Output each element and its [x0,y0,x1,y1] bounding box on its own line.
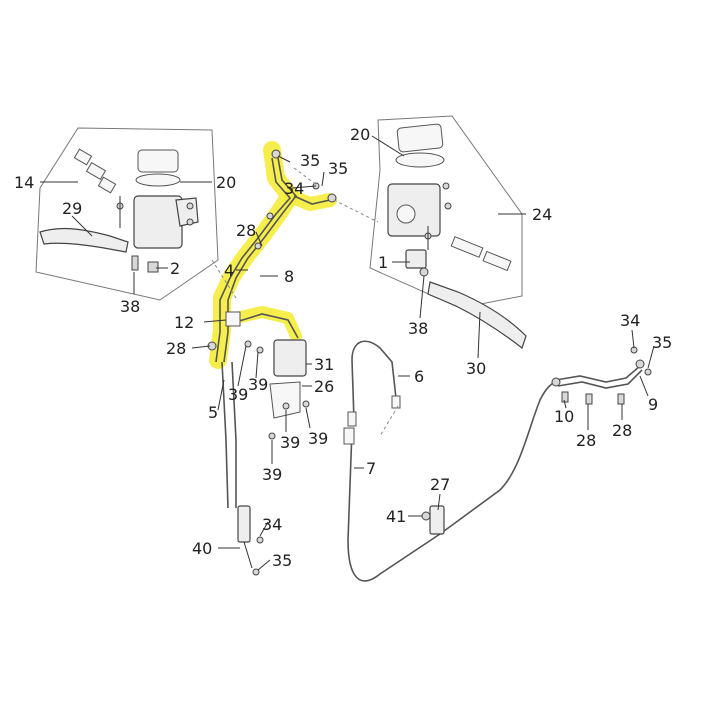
callout-6: 6 [414,367,424,386]
callout-38-right: 38 [408,319,428,338]
callout-41: 41 [386,507,406,526]
right-lever-pivot [405,249,427,269]
assembly-dashed-lines [211,167,399,437]
left-cylinder-body [133,195,183,249]
right-piston-kit [450,236,512,272]
callout-24: 24 [532,205,552,224]
callout-39-d: 39 [308,429,328,448]
leader-lines [40,135,655,571]
left-brake-lever [39,227,129,253]
callout-40: 40 [192,539,212,558]
fitting-40 [237,505,251,543]
callout-39-a: 39 [228,385,248,404]
callout-39-b: 39 [248,375,268,394]
callout-4: 4 [224,261,234,280]
callout-12: 12 [174,313,194,332]
callout-10: 10 [554,407,574,426]
center-hoses [343,340,561,582]
highlight-stroke-main [209,141,299,369]
callout-1: 1 [378,253,388,272]
callout-38-left: 38 [120,297,140,316]
hose-branch [235,313,299,339]
lower-left-hose [221,361,264,576]
callout-28-rear-b: 28 [612,421,632,440]
hose-7 [347,379,561,582]
callout-8: 8 [284,267,294,286]
callout-39-e: 39 [262,465,282,484]
distribution-block-31 [273,339,307,377]
left-master-cylinder-group [35,127,219,301]
right-brake-lever [427,281,527,349]
callout-2: 2 [170,259,180,278]
callout-7: 7 [366,459,376,478]
hose-5 [221,361,229,509]
callout-35-lower: 35 [272,551,292,570]
callout-9: 9 [648,395,658,414]
callout-5: 5 [208,403,218,422]
bracket-27 [429,505,445,535]
rear-hose-group [551,346,652,405]
left-assembly-frame [35,127,219,301]
right-reservoir-cap [396,123,444,153]
callout-34-top: 34 [284,179,304,198]
right-assembly-frame [369,115,523,309]
clip-12 [225,311,241,327]
callout-39-c: 39 [280,433,300,452]
hose-9 [555,365,641,383]
callout-28-mid: 28 [166,339,186,358]
callout-28-rear-a: 28 [576,431,596,450]
hose-upper-right [293,195,331,205]
callout-14: 14 [14,173,34,192]
callout-20-left: 20 [216,173,236,192]
left-piston-kit [73,148,117,194]
callout-35-upper-right: 35 [328,159,348,178]
left-switch-2 [147,261,159,273]
callout-35-top: 35 [300,151,320,170]
bolt-41 [421,511,431,521]
callout-30: 30 [466,359,486,378]
right-sight-glass [396,204,416,224]
callout-26: 26 [314,377,334,396]
upper-hose-bundle [207,149,337,440]
left-screw-38 [131,255,139,271]
callout-20-right: 20 [350,125,370,144]
callout-35-rear: 35 [652,333,672,352]
callout-labels: 14 20 29 2 38 35 35 34 28 4 8 12 28 31 3… [14,125,672,570]
right-diaphragm [395,152,445,168]
left-diaphragm [135,173,181,187]
callout-34-lower: 34 [262,515,282,534]
left-reservoir-cap [137,149,179,173]
right-master-cylinder-group [369,115,527,349]
callout-31: 31 [314,355,334,374]
hose-4 [215,157,292,363]
callout-27: 27 [430,475,450,494]
bracket-26 [269,381,301,419]
hose-6 [351,340,397,421]
callout-28-upper: 28 [236,221,256,240]
callout-34-rear: 34 [620,311,640,330]
callout-29: 29 [62,199,82,218]
